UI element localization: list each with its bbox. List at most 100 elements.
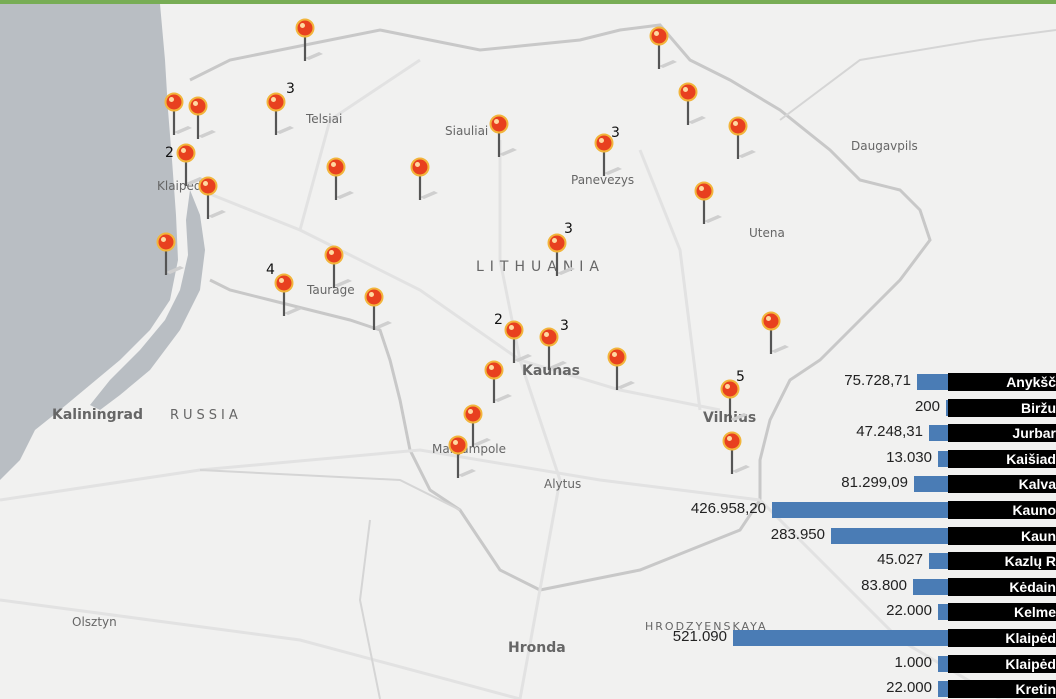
pin-shadow	[738, 150, 756, 158]
pin-highlight	[271, 97, 276, 102]
map-pin-2[interactable]	[164, 92, 193, 136]
pin-highlight	[329, 250, 334, 255]
pin-head	[489, 114, 509, 134]
other-borders	[199, 29, 1056, 699]
pin-highlight	[161, 237, 166, 242]
pin-head	[761, 311, 781, 331]
pin-highlight	[654, 31, 659, 36]
pin-head	[678, 82, 698, 102]
bar-value-label: 13.030	[886, 449, 932, 466]
place-label-olsztyn: Olsztyn	[72, 615, 117, 629]
pin-highlight	[169, 97, 174, 102]
map-pin-16[interactable]	[547, 233, 576, 277]
pin-shadow	[336, 191, 354, 199]
map-canvas[interactable]: Telsiai Siauliai Panevezys Klaipeda Daug…	[0, 4, 1056, 699]
pin-shadow	[771, 345, 789, 353]
bar-category-label: Biržu	[948, 399, 1056, 417]
map-pin-1[interactable]	[295, 18, 324, 62]
bar-value-label: 22.000	[886, 679, 932, 696]
pin-head	[364, 287, 384, 307]
pin-head	[274, 273, 294, 293]
bar-value-fill	[929, 425, 948, 441]
map-pin-7[interactable]	[156, 232, 185, 276]
pin-count-central: 3	[564, 221, 573, 237]
map-pin-21[interactable]	[539, 327, 568, 371]
bar-value-label: 47.248,31	[856, 423, 923, 440]
map-pin-8[interactable]	[326, 157, 355, 201]
map-pin-4[interactable]	[266, 92, 295, 136]
bar-value-fill	[938, 681, 948, 697]
map-pin-6[interactable]	[198, 176, 227, 220]
pin-shadow	[557, 267, 575, 275]
map-pin-12[interactable]	[649, 26, 678, 70]
map-pin-10[interactable]	[489, 114, 518, 158]
map-pin-13[interactable]	[678, 82, 707, 126]
pin-head	[504, 320, 524, 340]
map-pin-22[interactable]	[484, 360, 513, 404]
bar-row[interactable]: 22.000 Kretin	[0, 679, 1056, 699]
pin-count-klaipeda: 2	[165, 145, 174, 161]
bar-category-label: Klaipėd	[948, 655, 1056, 673]
pin-head	[164, 92, 184, 112]
pin-shadow	[514, 354, 532, 362]
map-pin-26[interactable]	[761, 311, 790, 355]
bar-value-fill	[917, 374, 948, 390]
map-pin-23[interactable]	[607, 347, 636, 391]
map-pin-17[interactable]	[324, 245, 353, 289]
map-pin-5[interactable]	[176, 143, 205, 187]
pin-shadow	[604, 167, 622, 175]
pin-highlight	[181, 148, 186, 153]
bar-value-fill	[938, 604, 948, 620]
pin-highlight	[733, 121, 738, 126]
bar-value-label: 83.800	[861, 577, 907, 594]
bar-value-fill	[913, 579, 948, 595]
map-pin-28[interactable]	[722, 431, 751, 475]
pin-count-kaunas: 3	[560, 318, 569, 334]
pin-highlight	[552, 238, 557, 243]
map-pin-3[interactable]	[188, 96, 217, 140]
pin-highlight	[415, 162, 420, 167]
pin-head	[410, 157, 430, 177]
pin-shadow	[494, 394, 512, 402]
map-pin-14[interactable]	[728, 116, 757, 160]
map-pin-18[interactable]	[274, 273, 303, 317]
country-label-russia: RUSSIA	[170, 408, 242, 423]
bar-value-fill	[772, 502, 948, 518]
bar-category-label: Kretin	[948, 680, 1056, 698]
pin-highlight	[727, 436, 732, 441]
bar-category-label: Kėdain	[948, 578, 1056, 596]
pin-head	[547, 233, 567, 253]
place-label-telsiai: Telsiai	[305, 112, 342, 126]
pin-head	[156, 232, 176, 252]
map-pin-9[interactable]	[410, 157, 439, 201]
bar-value-fill	[831, 528, 948, 544]
pin-shadow	[334, 279, 352, 287]
bar-row[interactable]: 83.800 Kėdain	[0, 577, 1056, 597]
bar-value-label: 426.958,20	[690, 500, 766, 517]
map-pin-15[interactable]	[694, 181, 723, 225]
bar-value-fill	[929, 553, 948, 569]
map-pin-25[interactable]	[448, 435, 477, 479]
pin-count-taurage: 4	[266, 262, 275, 278]
bar-value-label: 521.090	[672, 628, 727, 645]
pin-highlight	[369, 292, 374, 297]
map-pin-20[interactable]	[504, 320, 533, 364]
map-pin-11[interactable]	[594, 133, 623, 177]
pin-shadow	[732, 465, 750, 473]
pin-count-panevezys: 3	[611, 125, 620, 141]
map-pin-19[interactable]	[364, 287, 393, 331]
map-pin-24[interactable]	[463, 404, 492, 448]
bar-value-fill	[938, 451, 948, 467]
map-pin-27[interactable]	[720, 379, 749, 423]
